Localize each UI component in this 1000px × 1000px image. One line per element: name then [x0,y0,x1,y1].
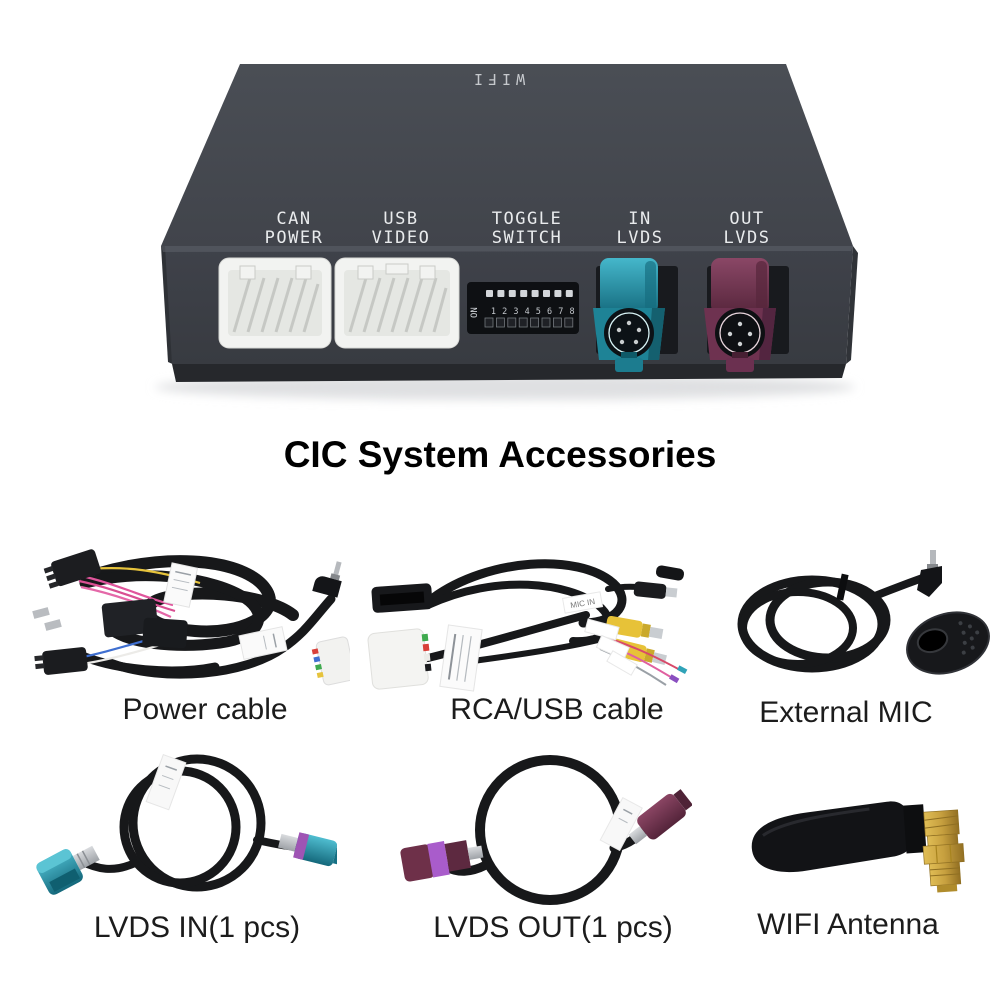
label-can: CAN [276,209,311,229]
lvds-in-pins [616,320,642,345]
rca-usb-cable-photo: MIC IN [367,559,688,692]
dip-switch: ON 1 2 3 4 5 6 7 8 [467,282,579,334]
accessory-caption-rca-usb: RCA/USB cable [450,693,664,726]
can-power-connector [218,257,332,349]
dip-switch-slots [484,317,574,328]
mic-in-flag: MIC IN [561,591,604,614]
wire-tip-purple [669,674,680,684]
accessory-caption-wifi-antenna: WIFI Antenna [757,908,939,941]
sma-connector [922,809,965,893]
accessory-caption-power-cable: Power cable [122,693,288,726]
antenna-collar [903,804,927,854]
lvds-out-port [704,258,789,372]
lvds-out-connector-left [400,840,484,882]
accessory-caption-external-mic: External MIC [759,696,933,729]
power-cable-connector-top [43,549,101,589]
lvds-out-cable-photo [400,755,692,905]
crimp-1 [32,607,50,619]
power-cable-connector-bottom [34,647,88,675]
accessory-caption-lvds-in: LVDS IN(1 pcs) [93,911,301,944]
label-switch: SWITCH [492,228,562,248]
usb-connector [371,583,433,613]
antenna-highlight [762,807,870,837]
device-right-facet [846,246,858,364]
power-cable-label-2 [238,626,288,660]
lvds-in-cable-photo [36,753,337,895]
white-molex-connector [367,628,432,690]
antenna-body [751,801,913,873]
wifi-antenna-photo [751,801,965,893]
crimp-2 [44,619,62,631]
mic-jack [917,550,942,597]
dip-numbers: 1 2 3 4 5 6 7 8 [491,307,575,317]
power-cable-label-1 [163,562,199,608]
power-cable-photo [32,549,350,686]
mic-head [906,611,990,675]
page-title: CIC System Accessories [283,434,717,475]
usb-video-connector [334,257,460,349]
external-mic-photo [737,550,990,675]
device-top-face [161,64,853,246]
lvds-in-port [593,258,678,372]
power-cable-block-2 [142,617,188,649]
lvds-in-label [145,753,187,811]
dip-switch-nubs [486,290,573,297]
dc-plug [655,565,685,581]
label-usb: USB [383,209,418,229]
mic-grill-dots [958,621,980,655]
label-out-lvds: LVDS [724,228,771,248]
blank-flags [584,618,638,676]
lvds-out-pins [727,321,753,347]
label-power: POWER [265,228,324,248]
label-toggle: TOGGLE [492,209,562,229]
label-in: IN [628,209,651,229]
port-labels: CAN POWER USB VIDEO TOGGLE SWITCH IN LVD… [265,209,771,248]
device-bottom-lip [172,364,846,382]
lvds-out-connector-right [628,789,692,845]
rca-plug-black [633,581,678,599]
lvds-out-label [599,797,643,852]
dip-on-label: ON [470,307,480,318]
lvds-in-connector-left [36,845,100,895]
device-illustration: WIFI CAN POWER USB VIDEO TOGGLE SWITCH I… [155,64,858,400]
wire-tip-teal [677,665,688,674]
label-video: VIDEO [372,228,431,248]
mic-in-flag-text: MIC IN [570,597,596,610]
power-cable-white-plug [311,636,350,686]
label-out: OUT [729,209,764,229]
device-front-edge-highlight [161,246,853,252]
cable-tie [836,573,849,601]
wifi-marking: WIFI [469,70,525,88]
barcode-label [439,624,483,692]
accessory-caption-lvds-out: LVDS OUT(1 pcs) [433,911,673,944]
label-in-lvds: LVDS [617,228,664,248]
lvds-in-connector-right [278,832,337,867]
power-cable-jack [312,561,342,598]
